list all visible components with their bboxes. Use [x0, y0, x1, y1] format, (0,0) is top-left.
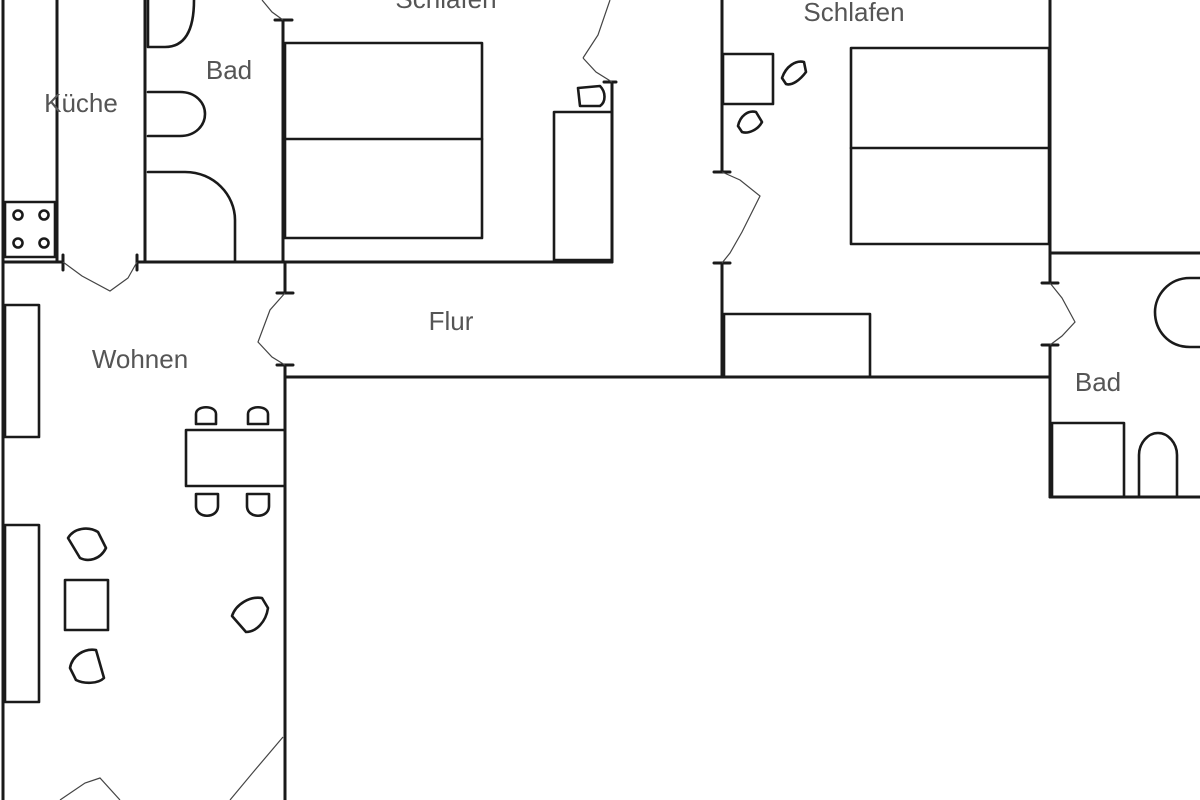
- armchair: [68, 648, 106, 685]
- stove-burner: [38, 209, 50, 221]
- washbasin-right: [1050, 421, 1126, 499]
- dining-table: [184, 428, 287, 488]
- toilet: [146, 90, 207, 138]
- door-bedroom-left-top: [582, 0, 611, 59]
- stove-burner: [12, 209, 24, 221]
- door-living-bottom-left: [59, 777, 121, 800]
- sofa: [3, 523, 41, 704]
- door-living-bottom: [229, 736, 284, 800]
- coffee-table: [63, 578, 110, 632]
- dining-chair: [245, 492, 271, 518]
- door-kitchen: [62, 261, 138, 292]
- doors: [59, 0, 1076, 800]
- chair: [780, 60, 808, 86]
- label-kitchen: Küche: [44, 88, 118, 118]
- chair: [736, 110, 764, 134]
- armchair: [66, 527, 108, 562]
- label-hallway: Flur: [429, 306, 474, 336]
- door-bedroom-right: [721, 171, 761, 264]
- shower-tray-right: [1153, 276, 1200, 349]
- dining-chair: [194, 405, 218, 426]
- stove-burner: [12, 237, 24, 249]
- desk-right: [721, 52, 775, 106]
- hall-cabinet: [722, 312, 872, 379]
- dining-chair: [194, 492, 220, 518]
- stove: [3, 200, 57, 259]
- room-labels: Küche Bad Schlafen Schlafen Flur Wohnen …: [44, 0, 1121, 397]
- door-bath-left-top: [261, 0, 284, 21]
- bed-left: [283, 41, 484, 240]
- stove-burner: [38, 237, 50, 249]
- wardrobe-left: [552, 110, 614, 262]
- door-living-hall: [257, 292, 286, 366]
- armchair: [230, 596, 270, 634]
- dining-chair: [246, 405, 270, 426]
- label-bath-left: Bad: [206, 55, 252, 85]
- sideboard: [3, 303, 41, 439]
- chair: [576, 84, 606, 108]
- label-bath-right: Bad: [1075, 367, 1121, 397]
- label-bedroom-left: Schlafen: [395, 0, 496, 14]
- door-bedroom-left-side: [582, 57, 613, 83]
- label-bedroom-right: Schlafen: [803, 0, 904, 27]
- label-living: Wohnen: [92, 344, 188, 374]
- door-bath-right: [1049, 282, 1076, 346]
- washbasin: [146, 0, 196, 49]
- shower-tray: [146, 170, 237, 264]
- toilet-right: [1137, 431, 1179, 499]
- bed-right: [849, 46, 1051, 246]
- furniture: [3, 0, 1200, 704]
